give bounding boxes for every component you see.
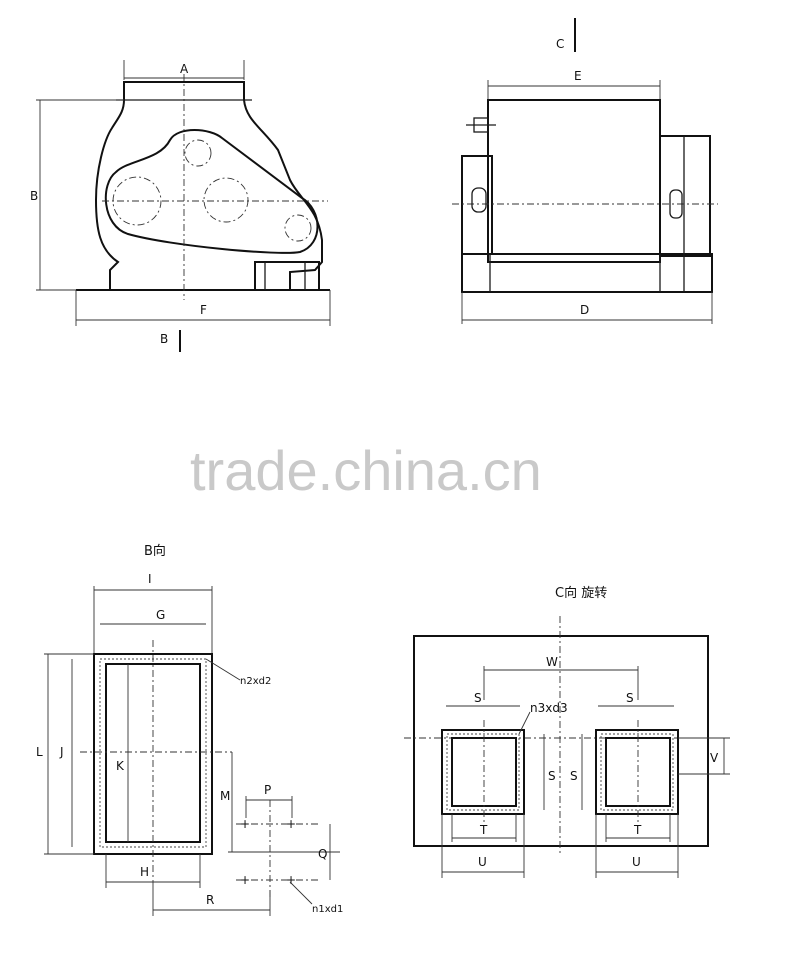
roller-center bbox=[203, 177, 249, 223]
front-base bbox=[461, 253, 713, 293]
c-outer-plate bbox=[413, 635, 709, 847]
dim-u-right-label: U bbox=[632, 855, 641, 869]
gear-cover bbox=[104, 129, 319, 254]
dim-r-label: R bbox=[206, 893, 214, 907]
side-view: A B F B bbox=[30, 60, 331, 352]
section-b-mark-label: B bbox=[160, 332, 168, 346]
dim-b-label: B bbox=[30, 189, 38, 203]
c-view: C向 旋转 W S S n3xd3 S S bbox=[404, 585, 730, 878]
hole-leader-3 bbox=[518, 711, 531, 735]
c-view-title: C向 旋转 bbox=[555, 585, 607, 601]
bolt-mark-3: + bbox=[240, 873, 250, 887]
dim-g-label: G bbox=[156, 608, 165, 622]
hole-label-n2xd2: n2xd2 bbox=[240, 676, 271, 687]
c-port-left-bolts bbox=[446, 733, 520, 811]
dim-f-label: F bbox=[200, 303, 207, 317]
b-view: B向 I G L J K n2xd2 H M bbox=[36, 543, 343, 916]
dim-q-label: Q bbox=[318, 847, 327, 861]
dim-p-label: P bbox=[264, 783, 271, 797]
dim-s-vert-2-label: S bbox=[570, 769, 578, 783]
roller-drive bbox=[284, 214, 312, 242]
hole-leader-2 bbox=[289, 881, 313, 905]
roller-top bbox=[184, 139, 212, 167]
hole-label-n1xd1: n1xd1 bbox=[312, 904, 343, 915]
watermark: trade.china.cn bbox=[190, 439, 542, 502]
bolt-mark-2: + bbox=[286, 817, 296, 831]
bolt-mark-4: + bbox=[286, 873, 296, 887]
dim-a-label: A bbox=[180, 62, 189, 76]
dim-j-label: J bbox=[59, 745, 64, 759]
front-body bbox=[487, 99, 661, 263]
dim-d-label: D bbox=[580, 303, 589, 317]
c-port-right-bolts bbox=[600, 733, 674, 811]
dim-w-label: W bbox=[546, 655, 558, 669]
dim-i-label: I bbox=[148, 572, 152, 586]
bolt-mark-1: + bbox=[240, 817, 250, 831]
right-gear-housing bbox=[659, 135, 711, 257]
dim-s-left-label: S bbox=[474, 691, 482, 705]
dim-m-label: M bbox=[220, 789, 230, 803]
b-view-title: B向 bbox=[144, 543, 166, 559]
dim-t-left-label: T bbox=[479, 823, 488, 837]
dim-k-label: K bbox=[116, 759, 125, 773]
hole-label-n3xd3: n3xd3 bbox=[530, 701, 568, 715]
dim-e-label: E bbox=[574, 69, 582, 83]
dim-u-left-label: U bbox=[478, 855, 487, 869]
c-port-right-outer bbox=[595, 729, 679, 815]
section-c-mark-label: C bbox=[556, 37, 564, 51]
dim-v-label: V bbox=[710, 751, 719, 765]
adjust-wheel-mid bbox=[471, 187, 487, 213]
dim-l-label: L bbox=[36, 745, 43, 759]
dim-s-right-label: S bbox=[626, 691, 634, 705]
dim-s-vert-1-label: S bbox=[548, 769, 556, 783]
adjust-wheel-right bbox=[669, 189, 683, 219]
hole-leader-1 bbox=[205, 658, 241, 681]
housing-outline bbox=[94, 81, 323, 291]
front-view: C E D bbox=[452, 18, 718, 324]
dim-h-label: H bbox=[140, 865, 149, 879]
dim-t-right-label: T bbox=[633, 823, 642, 837]
motor-block bbox=[254, 261, 320, 291]
c-port-left-outer bbox=[441, 729, 525, 815]
roller-left bbox=[112, 176, 162, 226]
